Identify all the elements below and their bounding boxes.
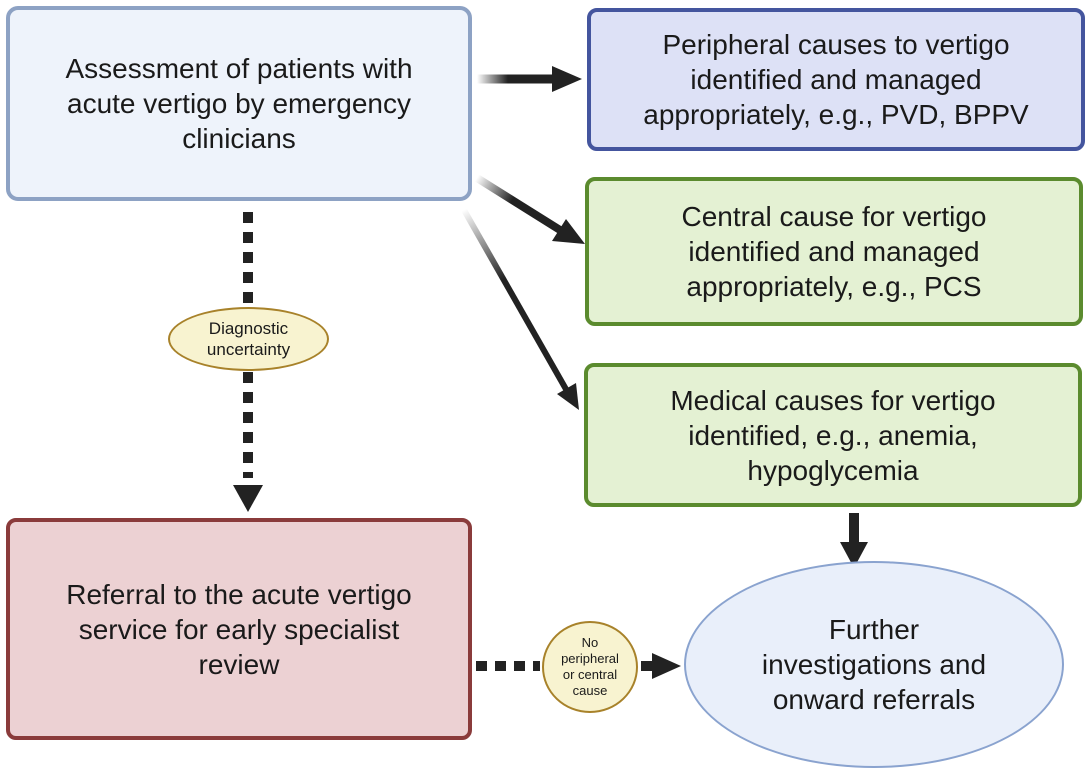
assessment-text: Assessment of patients with acute vertig… [65,53,413,154]
arrow-to-further-from-referral [476,653,681,679]
arrow-to-central [474,174,585,244]
referral-text: Referral to the acute vertigo service fo… [66,578,412,680]
arrow-to-further-from-medical [840,513,868,568]
no-peripheral-or-central-cause-text: No peripheral or central cause [561,635,619,698]
peripheral-causes-text: Peripheral causes to vertigo identified … [643,29,1029,130]
medical-causes-text: Medical causes for vertigo identified, e… [670,384,996,486]
arrow-to-medical [461,208,579,410]
no-peripheral-or-central-cause-label: No peripheral or central cause [542,621,638,713]
diagnostic-uncertainty-label: Diagnostic uncertainty [168,307,329,371]
medical-causes-node: Medical causes for vertigo identified, e… [584,363,1082,507]
arrow-to-referral [233,212,263,512]
referral-node: Referral to the acute vertigo service fo… [6,518,472,740]
further-investigations-text: Further investigations and onward referr… [761,614,987,715]
assessment-node: Assessment of patients with acute vertig… [6,6,472,201]
further-investigations-node: Further investigations and onward referr… [684,561,1064,768]
arrow-to-peripheral [477,66,582,92]
peripheral-causes-node: Peripheral causes to vertigo identified … [587,8,1085,151]
central-cause-node: Central cause for vertigo identified and… [585,177,1083,326]
diagnostic-uncertainty-text: Diagnostic uncertainty [206,319,291,359]
central-cause-text: Central cause for vertigo identified and… [681,201,987,302]
